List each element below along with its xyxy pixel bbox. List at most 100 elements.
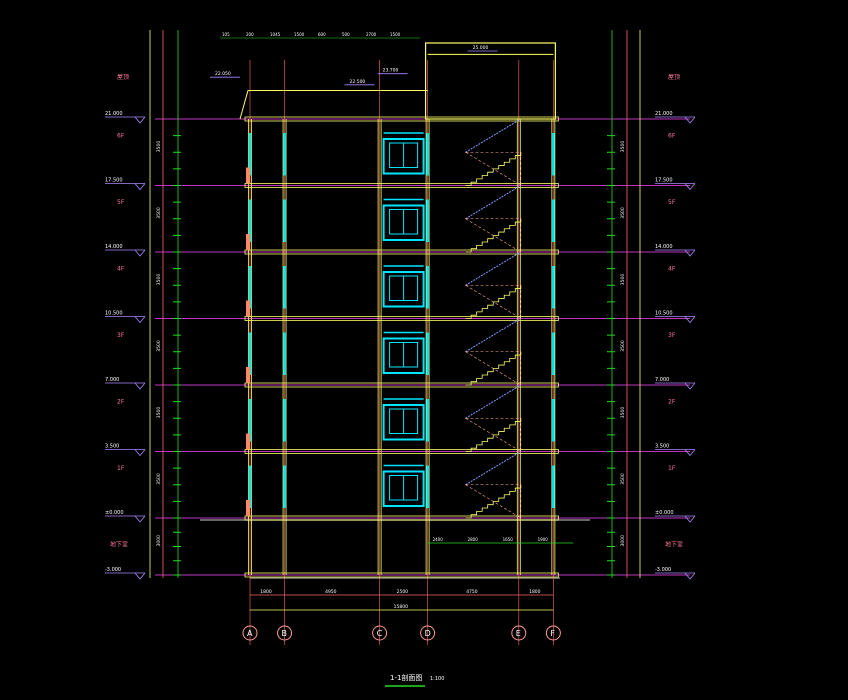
axis-bubble [511, 625, 527, 641]
window [382, 337, 425, 374]
top-dimension: 500 [342, 32, 350, 37]
elevation-triangle-icon [684, 249, 696, 257]
axis-label: A [247, 629, 253, 638]
elevation-triangle-icon [684, 515, 696, 523]
top-elevation-label: 23.700 [383, 68, 399, 74]
total-dimension: 15800 [394, 604, 408, 610]
axis-dimension: 4950 [325, 589, 337, 595]
floor-label: 6F [117, 132, 125, 139]
floor-label: 地下室 [110, 541, 128, 549]
floor-label: 2F [117, 398, 125, 405]
floor-label: 6F [668, 132, 676, 139]
axis-label: D [425, 629, 431, 638]
elevation-label: ±0.000 [105, 510, 124, 516]
window [382, 404, 425, 441]
storey-dimension: 3500 [620, 141, 626, 153]
elevation-label: 7.000 [105, 377, 119, 383]
stair-flight-upper [465, 384, 522, 419]
axis-dimension: 1800 [529, 589, 541, 595]
stair-flight-upper [465, 118, 522, 153]
elevation-label: 7.000 [655, 377, 669, 383]
axis-label: F [550, 629, 555, 638]
railing [246, 433, 250, 450]
top-dimension: 600 [318, 32, 326, 37]
storey-dimension: 3500 [620, 207, 626, 219]
storey-dimension: 3500 [156, 207, 162, 219]
elevation-label: 21.000 [655, 111, 673, 117]
drawing-title: 1-1剖面图 [390, 673, 422, 682]
elevation-label: 10.500 [655, 311, 673, 317]
elevation-triangle-icon [134, 316, 146, 324]
elevation-triangle-icon [684, 382, 696, 390]
top-elevation-label: 25.000 [473, 45, 489, 51]
floor-label: 2F [668, 398, 676, 405]
axis-label: C [377, 629, 383, 638]
top-elevation-label: 22.500 [350, 79, 366, 85]
stair-flight-upper [465, 318, 522, 353]
elevation-label: -3.000 [655, 567, 671, 573]
floor-slab [244, 316, 559, 321]
elevation-label: 3.500 [105, 444, 119, 450]
floor-label: 3F [117, 332, 125, 339]
floor-label: 1F [668, 465, 676, 472]
axis-bubble [420, 625, 436, 641]
axis-label: B [282, 629, 288, 638]
floor-slab [244, 249, 559, 255]
elevation-label: -3.000 [105, 567, 121, 573]
floor-label: 3F [668, 332, 676, 339]
stair-dimension: 1900 [538, 537, 549, 542]
stair-dimension: 1650 [503, 537, 514, 542]
drawing-scale: 1:100 [430, 676, 444, 682]
floor-label: 1F [117, 465, 125, 472]
railing [246, 300, 250, 317]
elevation-triangle-icon [684, 316, 696, 324]
stair-flight-upper [465, 185, 522, 220]
stair-dimension: 2800 [468, 537, 479, 542]
window [382, 271, 425, 308]
elevation-label: 17.500 [105, 178, 123, 184]
storey-dimension: 3000 [620, 535, 626, 547]
storey-dimension: 3500 [620, 274, 626, 286]
window [382, 204, 425, 241]
elevation-triangle-icon [684, 449, 696, 457]
stair-hidden-line [464, 284, 522, 320]
axis-bubble [242, 625, 258, 641]
storey-dimension: 3500 [620, 407, 626, 419]
elevation-label: 3.500 [655, 444, 669, 450]
stair-flight-upper [465, 451, 522, 486]
window [382, 470, 425, 507]
elevation-label: 14.000 [655, 244, 673, 250]
top-dimension: 1500 [390, 32, 401, 37]
floor-slab [244, 116, 559, 122]
axis-dimension: 4750 [466, 589, 478, 595]
stair-hidden-line [464, 417, 522, 453]
elevation-label: 17.500 [655, 178, 673, 184]
elevation-triangle-icon [134, 183, 146, 191]
elevation-triangle-icon [134, 449, 146, 457]
stair-hidden-line [464, 151, 522, 187]
stair-hidden-line [464, 484, 522, 519]
elevation-triangle-icon [684, 116, 696, 124]
storey-dimension: 3500 [620, 340, 626, 352]
floor-label: 5F [117, 199, 125, 206]
elevation-label: ±0.000 [655, 510, 674, 516]
axis-bubble [372, 625, 388, 641]
floor-label: 屋顶 [668, 74, 680, 81]
floor-label: 5F [668, 199, 676, 206]
elevation-triangle-icon [134, 572, 146, 580]
axis-label: E [516, 629, 521, 638]
storey-dimension: 3500 [156, 407, 162, 419]
axis-dimension: 2500 [397, 589, 409, 595]
floor-slab [244, 382, 559, 388]
stair-hidden-line [464, 218, 522, 253]
floor-label: 地下室 [665, 541, 683, 549]
floor-slab [244, 449, 559, 454]
railing [246, 234, 250, 250]
floor-slab [244, 572, 559, 578]
top-dimension: 200 [246, 32, 254, 37]
floor-label: 4F [117, 265, 125, 272]
storey-dimension: 3500 [156, 473, 162, 485]
stair-flight-upper [465, 251, 522, 286]
storey-dimension: 3500 [156, 141, 162, 153]
